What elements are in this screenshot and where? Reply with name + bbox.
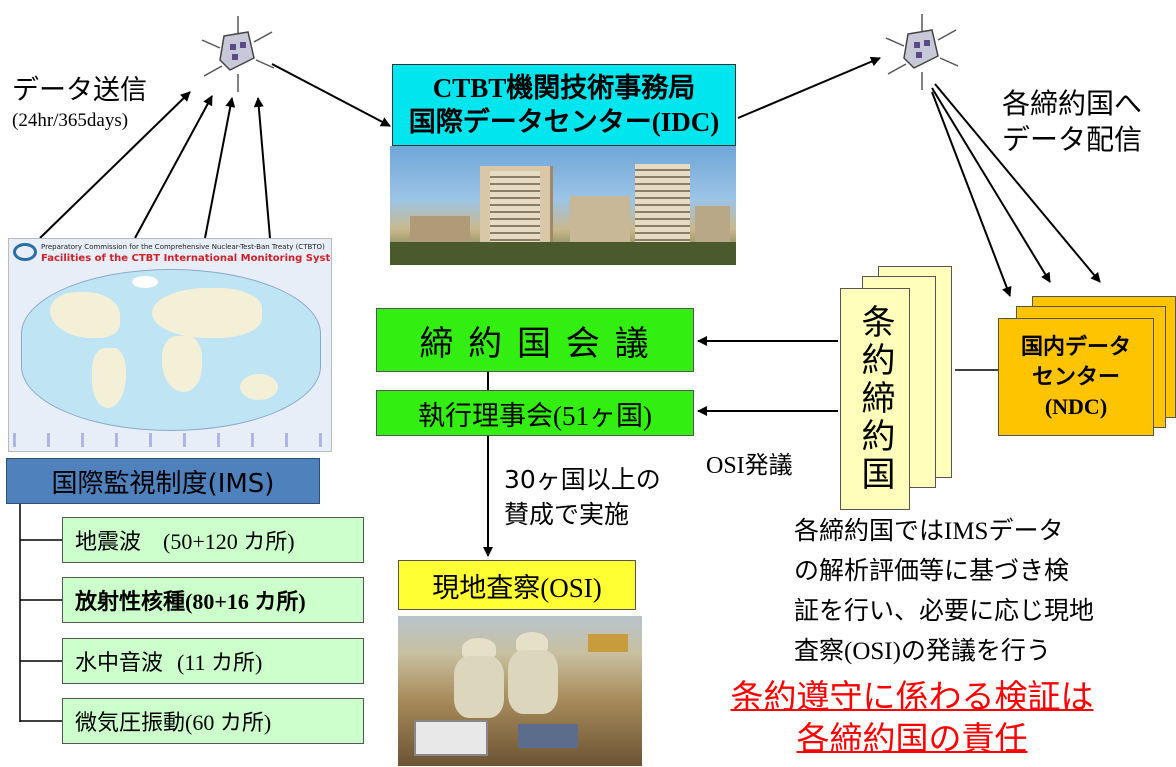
note-line: 査察(OSI)の発議を行う	[794, 638, 1051, 665]
data-send-label: データ送信	[12, 75, 147, 106]
downlink-arrow	[931, 87, 1051, 283]
idc-title-line2: 国際データセンター(IDC)	[408, 107, 720, 137]
conference-label: 締 約 国 会 議	[419, 323, 651, 364]
ndc-line2: センター	[1031, 364, 1120, 389]
ctbto-logo	[13, 243, 37, 261]
note-line: 証を行い、必要に応じ現地	[794, 598, 1095, 625]
ims-title-text: 国際監視制度(IMS)	[51, 468, 275, 499]
satellite-icon	[201, 16, 275, 92]
approval-line2: 賛成で実施	[504, 500, 630, 529]
osi-label: 現地査察(OSI)	[432, 572, 602, 603]
executive-council-label: 執行理事会(51ヶ国)	[418, 400, 652, 431]
responsibility-line: 各締約国の責任	[796, 719, 1028, 758]
states-parties-label: 条約締約国	[855, 304, 895, 494]
ims-item-hydroacoustic: 水中音波 (11 カ所)	[62, 638, 364, 684]
ndc-line3: (NDC)	[1044, 394, 1108, 419]
sat-to-idc-arrow	[271, 63, 391, 127]
responsibility-text: 条約遵守に係わる検証は 各締約国の責任	[692, 676, 1132, 760]
osi-proposal-label: OSI発議	[706, 453, 793, 479]
conference-box: 締 約 国 会 議	[376, 308, 694, 372]
ims-world-map: Preparatory Commission for the Comprehen…	[8, 238, 332, 452]
responsibility-line: 条約遵守に係わる検証は	[730, 677, 1094, 716]
satellite-icon	[885, 14, 959, 90]
downlink-arrow	[934, 83, 1101, 283]
idc-box: CTBT機関技術事務局 国際データセンター(IDC)	[392, 64, 736, 146]
map-header: Preparatory Commission for the Comprehen…	[41, 243, 325, 251]
executive-council-box: 執行理事会(51ヶ国)	[376, 390, 694, 436]
ims-item-radionuclide: 放射性核種(80+16 カ所)	[62, 577, 364, 623]
note-text: 各締約国ではIMSデータ の解析評価等に基づき検 証を行い、必要に応じ現地 査察…	[794, 512, 1094, 672]
ims-title: 国際監視制度(IMS)	[6, 458, 320, 504]
idc-title-line1: CTBT機関技術事務局	[432, 73, 696, 103]
uplink-arrow	[204, 97, 236, 239]
downlink-arrow	[931, 91, 1012, 297]
osi-box: 現地査察(OSI)	[398, 560, 636, 610]
uplink-arrow	[134, 95, 213, 239]
ims-item-label: 水中音波	[75, 650, 164, 675]
distribution-label-line2: データ配信	[1002, 123, 1143, 156]
ims-item-seismic: 地震波 (50+120 カ所)	[62, 517, 364, 563]
ims-item-count: (50+120 カ所)	[163, 529, 295, 554]
map-legend	[13, 433, 327, 447]
ims-item-infrasound: 微気圧振動(60 カ所)	[62, 698, 364, 744]
osi-field-photo	[398, 616, 642, 766]
uplink-arrow	[39, 91, 191, 239]
idc-to-sat-arrow	[737, 56, 881, 119]
ims-item-label: 放射性核種(80+16 カ所)	[75, 589, 306, 614]
note-line: の解析評価等に基づき検	[794, 558, 1070, 585]
ims-item-label: 微気圧振動(60 カ所)	[75, 710, 272, 735]
map-title: Facilities of the CTBT International Mon…	[41, 253, 332, 264]
note-line: 各締約国ではIMSデータ	[794, 518, 1064, 545]
distribution-label-line1: 各締約国へ	[1002, 87, 1143, 120]
ims-item-count: (11 カ所)	[177, 650, 263, 675]
ndc-line1: 国内データ	[1020, 334, 1131, 359]
ndc-box: 国内データ センター (NDC)	[998, 318, 1154, 436]
map-ocean	[21, 269, 321, 431]
data-send-period: (24hr/365days)	[12, 110, 129, 131]
idc-building-photo	[390, 146, 736, 265]
approval-line1: 30ヶ国以上の	[504, 465, 661, 494]
uplink-arrow	[253, 97, 271, 239]
states-parties-card: 条約締約国	[840, 288, 910, 510]
ims-item-label: 地震波	[75, 529, 142, 554]
